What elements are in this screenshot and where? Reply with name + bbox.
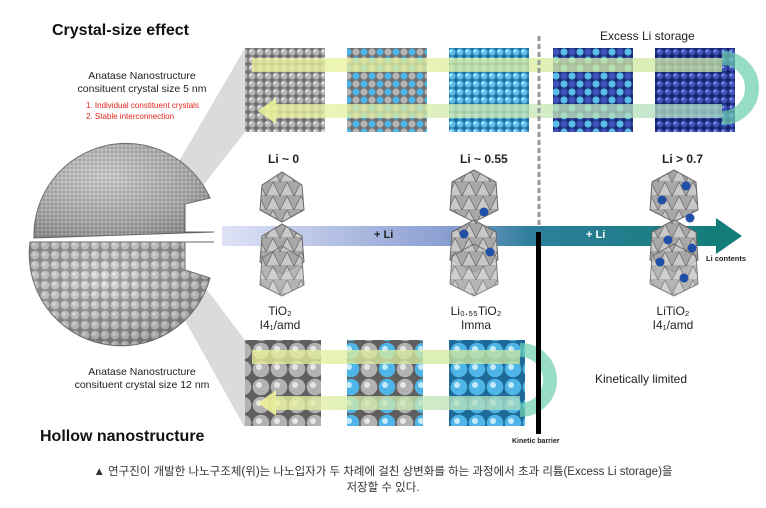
crystal-structure-tio2 — [259, 171, 305, 297]
figure-caption: ▲ 연구진이 개발한 나노구조체(위)는 나노입자가 두 차례에 걸친 상변화를… — [0, 464, 766, 496]
phase-li055tio2-group: Imma — [461, 318, 491, 332]
bottom-loop-arrow — [252, 343, 557, 417]
crystal-structure-li055tio2 — [449, 169, 499, 297]
zoom-cone-top — [168, 48, 245, 192]
phase-litio2: LiTiO₂ I4₁/amd — [640, 304, 706, 332]
top-sphere-point-1: 1. Individual constituent crystals — [86, 101, 199, 110]
bottom-sphere-caption: Anatase Nanostructure consituent crystal… — [62, 366, 222, 392]
arrow-label-right: + Li — [586, 229, 606, 241]
kinetic-barrier-label: Kinetic barrier — [512, 438, 560, 445]
top-loop-arrow — [252, 51, 759, 125]
caption-line-1: ▲ 연구진이 개발한 나노구조체(위)는 나노입자가 두 차례에 걸친 상변화를… — [93, 466, 673, 478]
phase-litio2-group: I4₁/amd — [652, 318, 694, 332]
top-sphere-caption: Anatase Nanostructure consituent crystal… — [62, 70, 222, 96]
crystal-structure-litio2 — [649, 169, 699, 297]
li-level-055: Li ~ 0.55 — [460, 152, 508, 166]
phase-li055tio2-formula: Li₀.₅₅TiO₂ — [450, 304, 502, 318]
phase-li055tio2: Li₀.₅₅TiO₂ Imma — [438, 304, 514, 332]
top-sphere-points: 1. Individual constituent crystals 2. St… — [86, 100, 199, 122]
li-contents-label: Li contents — [706, 254, 747, 263]
bottom-sphere-line1: Anatase Nanostructure — [88, 366, 196, 378]
arrow-label-left: + Li — [374, 229, 394, 241]
li-level-0: Li ~ 0 — [268, 152, 300, 166]
bottom-sphere-line2: consituent crystal size 12 nm — [74, 379, 210, 391]
top-sphere-line2: consituent crystal size 5 nm — [77, 83, 207, 95]
phase-tio2: TiO₂ I4₁/amd — [248, 304, 312, 332]
phase-litio2-formula: LiTiO₂ — [656, 304, 690, 318]
phase-tio2-group: I4₁/amd — [259, 318, 301, 332]
title-hollow-nanostructure: Hollow nanostructure — [40, 428, 205, 445]
top-sphere-line1: Anatase Nanostructure — [88, 70, 196, 82]
label-kinetically-limited: Kinetically limited — [595, 372, 688, 386]
nanostructure-sphere — [28, 142, 215, 347]
li-level-07: Li > 0.7 — [662, 152, 704, 166]
label-excess-li-storage: Excess Li storage — [600, 29, 695, 43]
phase-tio2-formula: TiO₂ — [268, 304, 292, 318]
kinetic-barrier-line — [536, 232, 541, 434]
top-sphere-point-2: 2. Stable interconnection — [86, 112, 175, 121]
title-crystal-size-effect: Crystal-size effect — [52, 22, 189, 39]
caption-line-2: 저장할 수 있다. — [346, 482, 420, 494]
